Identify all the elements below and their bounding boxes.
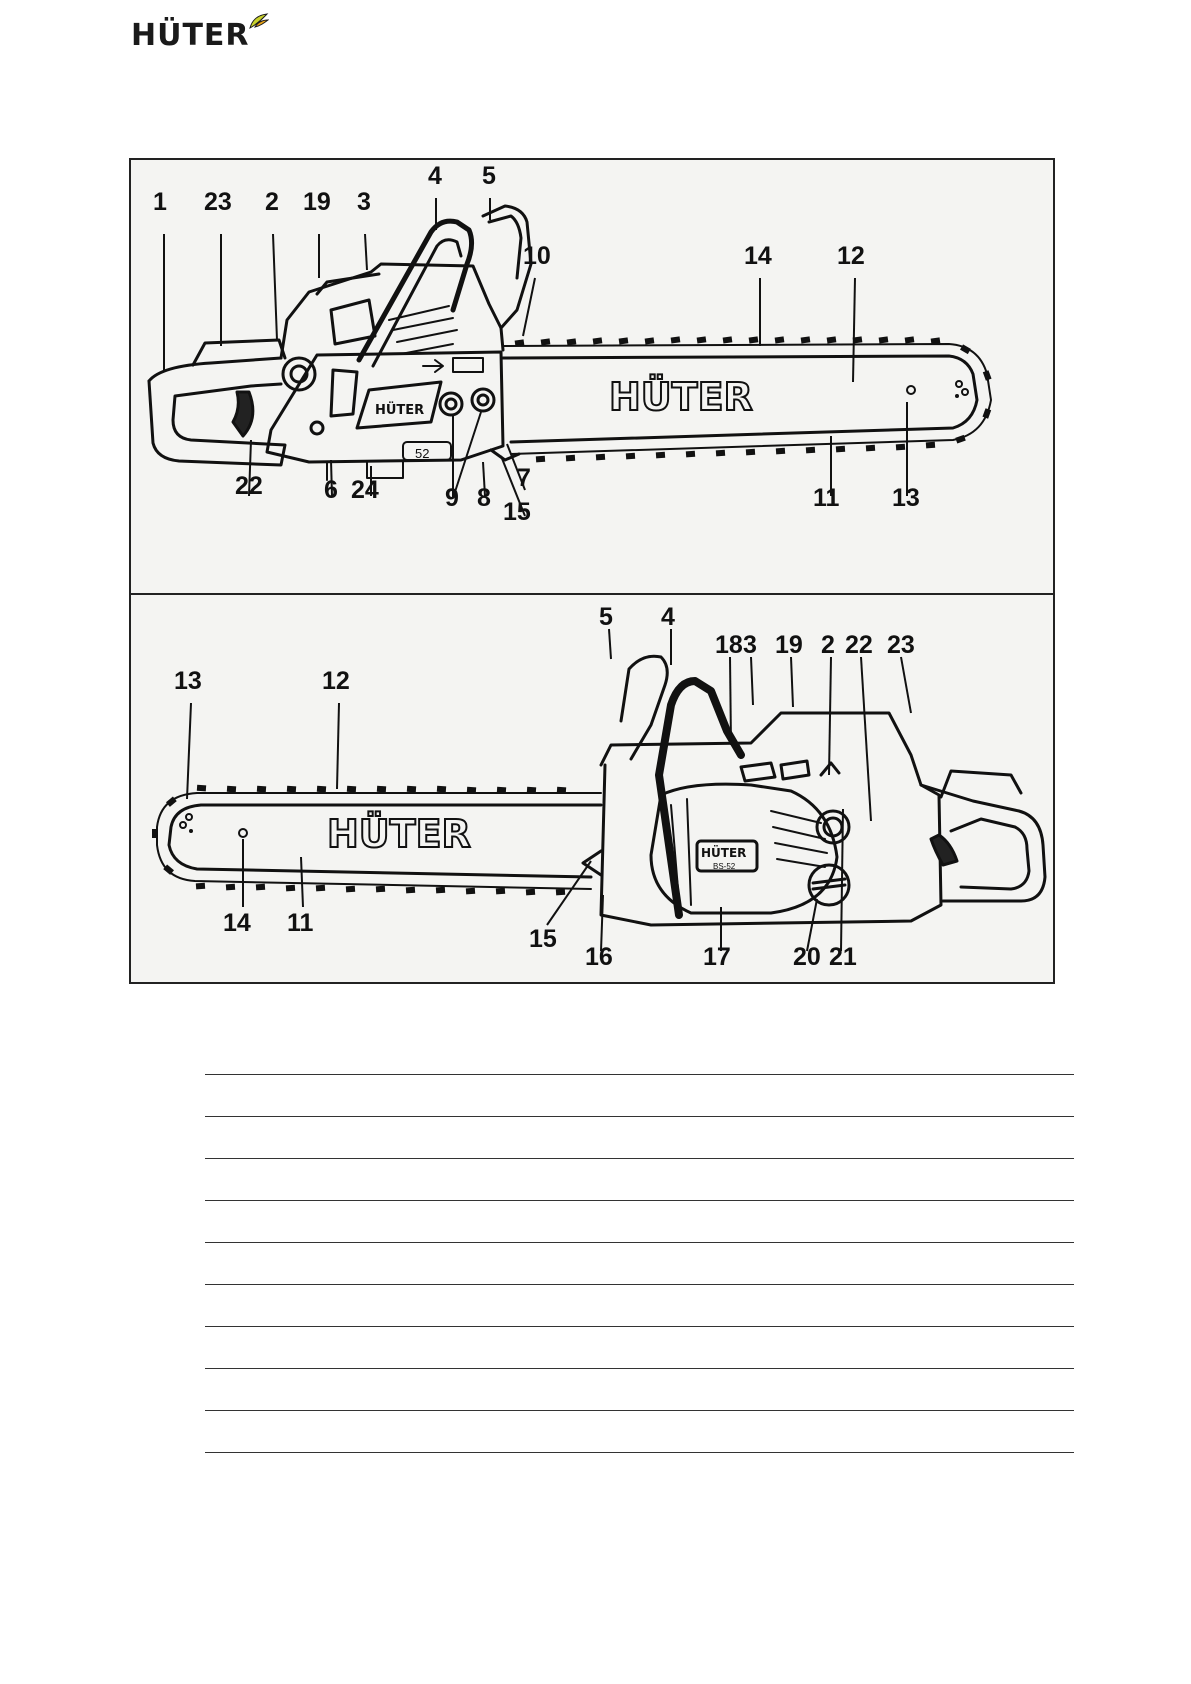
callout-10: 10 — [523, 242, 551, 270]
callout-16: 16 — [585, 943, 613, 971]
callout-4: 4 — [428, 162, 442, 190]
table-row — [205, 1326, 1074, 1368]
callout-5: 5 — [599, 603, 613, 631]
callout-20: 20 — [793, 943, 821, 971]
model-label-bottom: BS-52 — [713, 862, 736, 871]
chainsaw-diagram-figure: HÜTER HÜTER 52 1 23 2 19 3 4 5 10 14 12 … — [129, 158, 1055, 984]
callout-15: 15 — [529, 925, 557, 953]
callout-1: 1 — [153, 188, 167, 216]
callout-2: 2 — [821, 631, 835, 659]
callout-22: 22 — [235, 472, 263, 500]
callout-13: 13 — [892, 484, 920, 512]
table-row — [205, 1284, 1074, 1326]
table-row — [205, 1200, 1074, 1242]
callout-4: 4 — [661, 603, 675, 631]
bar-logo-bottom: HÜTER — [327, 812, 471, 856]
callout-11: 11 — [813, 484, 840, 512]
table-row — [205, 1074, 1074, 1116]
callout-21: 21 — [829, 943, 857, 971]
callout-19: 19 — [775, 631, 803, 659]
callout-5: 5 — [482, 162, 496, 190]
housing-logo-top: HÜTER — [375, 402, 424, 418]
callout-18: 18 — [715, 631, 743, 659]
table-row — [205, 1242, 1074, 1284]
callout-11: 11 — [287, 909, 314, 937]
callout-6: 6 — [324, 476, 338, 504]
callout-19: 19 — [303, 188, 331, 216]
brand-logo: HÜTER — [131, 13, 271, 53]
table-row — [205, 1410, 1074, 1453]
brand-name: HÜTER — [131, 18, 250, 53]
callout-2: 2 — [265, 188, 279, 216]
callout-3: 3 — [357, 188, 371, 216]
bar-logo-top: HÜTER — [609, 375, 753, 419]
table-row — [205, 1116, 1074, 1158]
model-label-top: 52 — [415, 446, 429, 461]
callout-12: 12 — [837, 242, 865, 270]
callout-3: 3 — [743, 631, 757, 659]
callout-15: 15 — [503, 498, 531, 526]
callout-7: 7 — [517, 464, 531, 492]
callout-9: 9 — [445, 484, 459, 512]
callout-14: 14 — [223, 909, 251, 937]
callout-23: 23 — [204, 188, 232, 216]
table-row — [205, 1368, 1074, 1410]
callout-23: 23 — [887, 631, 915, 659]
callout-17: 17 — [703, 943, 731, 971]
housing-logo-bottom: HÜTER — [701, 845, 746, 860]
chainsaw-right-side-drawing: HÜTER HÜTER 52 — [147, 198, 992, 517]
leaf-icon — [249, 13, 269, 29]
callout-22: 22 — [845, 631, 873, 659]
callout-8: 8 — [477, 484, 491, 512]
table-row — [205, 1158, 1074, 1200]
chainsaw-left-side-view: HÜTER HÜTER BS-52 5 4 18 3 19 2 22 23 13… — [131, 595, 1053, 982]
callout-24: 24 — [351, 476, 379, 504]
callout-13: 13 — [174, 667, 202, 695]
chainsaw-right-side-view: HÜTER HÜTER 52 1 23 2 19 3 4 5 10 14 12 … — [131, 160, 1053, 595]
callout-12: 12 — [322, 667, 350, 695]
callout-14: 14 — [744, 242, 772, 270]
parts-legend-table — [205, 1074, 1074, 1453]
chainsaw-left-side-drawing: HÜTER HÜTER BS-52 — [152, 628, 1047, 952]
